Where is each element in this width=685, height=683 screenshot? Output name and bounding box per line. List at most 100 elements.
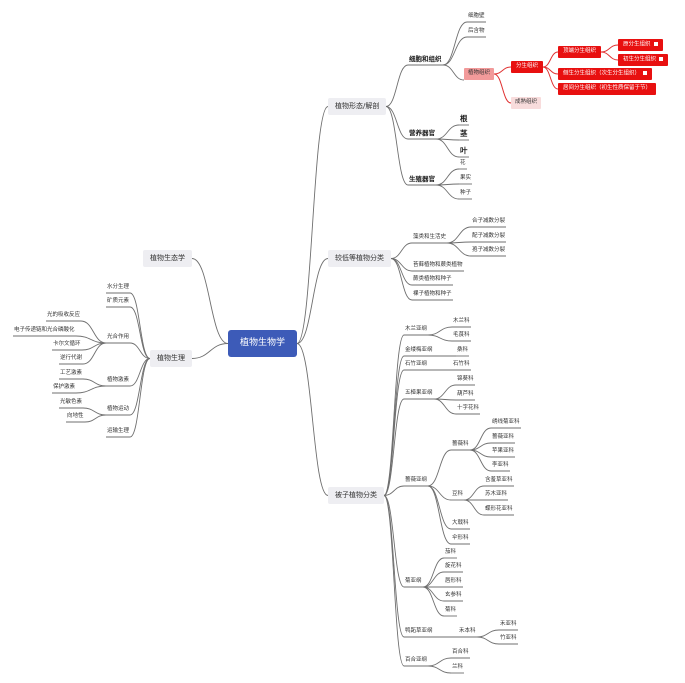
node-root[interactable]: 根 [460,114,468,123]
node-spore[interactable]: 孢子减数分裂 [472,247,506,253]
connector [435,184,460,200]
node-rosidae[interactable]: 蔷薇亚纲 [405,477,428,483]
node-haplo[interactable]: 合子减数分裂 [472,218,506,224]
node-water[interactable]: 水分生理 [107,284,130,290]
node-liliaceae[interactable]: 百合科 [452,649,469,655]
node-euphorbiaceae[interactable]: 大戟科 [452,520,469,526]
node-leguminosae[interactable]: 豆科 [452,491,464,497]
node-stem[interactable]: 茎 [460,129,468,138]
node-gamete[interactable]: 配子减数分裂 [472,233,506,239]
connector [383,355,405,496]
connector [442,21,468,66]
branch-angiosperm[interactable]: 被子植物分类 [328,487,384,504]
node-umbelliferae[interactable]: 伞形科 [452,535,469,541]
connector [383,398,405,496]
node-cucurbitaceae[interactable]: 葫芦科 [457,391,474,397]
node-compositae[interactable]: 菊科 [445,607,457,613]
connector [385,106,409,186]
node-mineral[interactable]: 矿质元素 [107,298,130,304]
node-asteridae[interactable]: 菊亚纲 [405,578,422,584]
connector [84,414,107,423]
connector [427,665,452,674]
connector [542,66,559,90]
node-algae[interactable]: 藻类和生活史 [413,234,447,240]
node-labiatae[interactable]: 唇形科 [445,578,462,584]
connector [129,306,151,359]
node-electron[interactable]: 电子传递链和光合磷酸化 [14,327,75,333]
connector [383,495,405,638]
node-hormone[interactable]: 植物激素 [107,377,130,383]
node-liliidae[interactable]: 百合亚纲 [405,657,428,663]
node-malvaceae[interactable]: 锦葵科 [457,376,474,382]
node-repro-organ[interactable]: 生殖器官 [409,175,435,183]
node-seed[interactable]: 种子 [460,190,472,196]
node-cell-tissue[interactable]: 细胞和组织 [409,55,442,63]
node-solanaceae[interactable]: 茄科 [445,549,457,555]
node-plant-tissue[interactable]: 植物组织 [464,68,495,80]
node-gymno[interactable]: 裸子植物和种子 [413,291,452,297]
node-fern[interactable]: 蕨类植物和种子 [413,276,452,282]
node-meristem[interactable]: 分生组织 [511,61,544,73]
node-photosynthesis[interactable]: 光合作用 [107,334,130,340]
node-tropism[interactable]: 向地性 [67,413,84,419]
node-scrophulariaceae[interactable]: 玄参科 [445,592,462,598]
node-spiraea[interactable]: 绣线菊亚科 [492,419,520,425]
node-primordial[interactable]: 原分生组织 [618,39,663,51]
node-growth-hormone[interactable]: 保护激素 [53,384,76,390]
node-bambusoideae[interactable]: 禾亚科 [500,621,517,627]
node-flower[interactable]: 花 [460,160,466,166]
node-dilleniidae[interactable]: 五桠果亚纲 [405,390,433,396]
node-movement[interactable]: 植物运动 [107,406,130,412]
node-light-reaction[interactable]: 光的吸收反应 [47,312,81,318]
node-transport[interactable]: 运输生理 [107,428,130,434]
node-magnoliaceae[interactable]: 木兰科 [453,318,470,324]
node-convolvulaceae[interactable]: 旋花科 [445,563,462,569]
node-cruciferae[interactable]: 十字花科 [457,405,480,411]
node-cell-wall[interactable]: 细胞壁 [468,13,485,19]
node-calvin[interactable]: 卡尔文循环 [53,341,81,347]
connector [383,334,405,496]
node-primary[interactable]: 初生分生组织 [618,54,669,66]
connector [442,36,468,66]
node-rosoideae[interactable]: 蔷薇亚科 [492,434,515,440]
connector [446,242,472,257]
node-ranunculaceae[interactable]: 毛茛科 [453,332,470,338]
node-photoresp[interactable]: 逆行代谢 [60,355,83,361]
node-prunoideae[interactable]: 李亚科 [492,462,509,468]
branch-physiology[interactable]: 植物生理 [150,350,192,367]
node-photochrome[interactable]: 光敏色素 [60,399,83,405]
node-fruit[interactable]: 果实 [460,175,472,181]
node-rosaceae[interactable]: 蔷薇科 [452,441,469,447]
connector [469,449,492,472]
node-lateral[interactable]: 侧生分生组织（次生分生组织） [558,68,653,80]
node-caesalpinia[interactable]: 苏木亚科 [485,491,508,497]
node-bryo[interactable]: 苔藓植物和蕨类植物 [413,262,463,268]
node-intercalary[interactable]: 居间分生组织（初生性质保留于节） [558,83,657,95]
node-caryophyllaceae[interactable]: 石竹科 [453,361,470,367]
node-magnoliales[interactable]: 木兰亚纲 [405,326,428,332]
node-hamamelidae[interactable]: 金缕梅亚纲 [405,347,433,353]
node-veg-organ[interactable]: 营养器官 [409,129,435,137]
node-moraceae[interactable]: 桑科 [457,347,469,353]
node-mature-tissue[interactable]: 成熟组织 [511,97,542,109]
connector [191,343,229,359]
node-papilionoideae[interactable]: 蝶形花亚科 [485,506,513,512]
center-topic[interactable]: 植物生物学 [228,330,298,357]
branch-ecology[interactable]: 植物生态学 [143,250,192,267]
node-commelinidae[interactable]: 鸭跖草亚纲 [405,628,433,634]
node-maloideae[interactable]: 苹果亚科 [492,448,515,454]
branch-morphology[interactable]: 植物形态/解剖 [328,98,387,115]
node-caryophyllidae[interactable]: 石竹亚纲 [405,361,428,367]
connector [493,66,512,75]
connector [446,226,472,244]
node-orchidaceae[interactable]: 兰科 [452,664,464,670]
node-skill-hormone[interactable]: 工艺激素 [60,370,83,376]
branch-lower-plants[interactable]: 较低等植物分类 [328,250,391,267]
node-gramineae[interactable]: 禾本科 [459,628,476,634]
node-mimosoideae[interactable]: 含羞草亚科 [485,477,513,483]
node-apical[interactable]: 顶端分生组织 [558,46,602,58]
node-bamboo[interactable]: 竹亚科 [500,635,517,641]
node-later[interactable]: 后含物 [468,28,485,34]
connector [383,369,405,496]
node-leaf[interactable]: 叶 [460,146,468,155]
